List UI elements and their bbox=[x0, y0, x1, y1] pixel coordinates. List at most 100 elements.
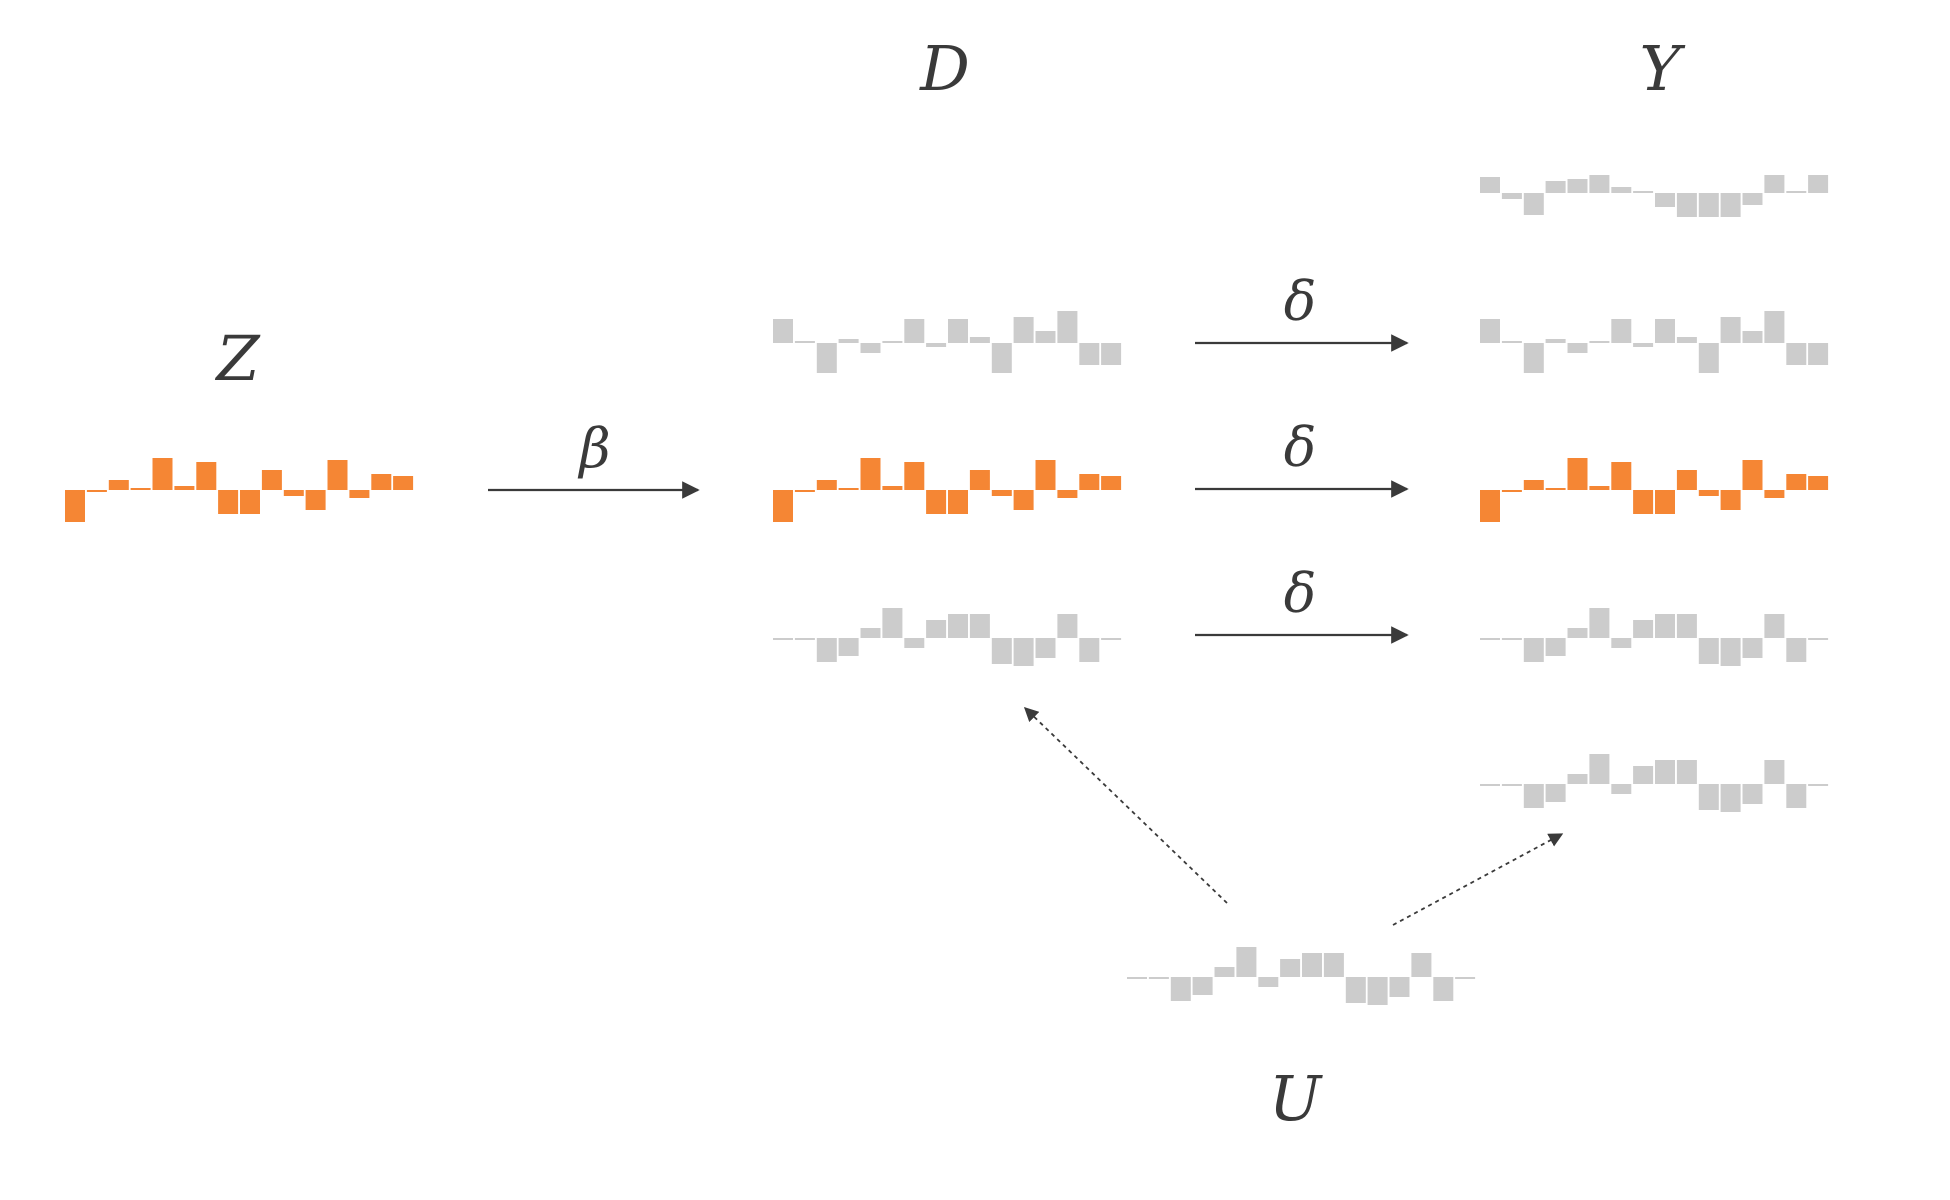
sparkline-bar bbox=[1501, 193, 1522, 199]
sparkline-bar bbox=[130, 488, 151, 490]
sparkline-bar bbox=[1433, 977, 1454, 1001]
sparkline-bar bbox=[1389, 977, 1410, 997]
sparkline-bar bbox=[1808, 175, 1829, 193]
sparkline-bar bbox=[1035, 638, 1056, 658]
sparkline-bar bbox=[1676, 470, 1697, 490]
sparkline-bar bbox=[904, 638, 925, 648]
sparkline-bar bbox=[1786, 638, 1807, 662]
sparkline-bar bbox=[926, 343, 947, 347]
sparkline-bar bbox=[1480, 784, 1500, 786]
sparkline-bar bbox=[1720, 193, 1741, 217]
u-sparkline bbox=[1127, 947, 1476, 1005]
sparkline-bar bbox=[1545, 181, 1566, 193]
sparkline-bar bbox=[1786, 474, 1807, 490]
sparkline-bar bbox=[1258, 977, 1279, 987]
sparkline-bar bbox=[1808, 476, 1829, 490]
sparkline-bar bbox=[860, 343, 881, 353]
sparkline-bar bbox=[1742, 193, 1763, 205]
sparkline-bar bbox=[991, 490, 1012, 496]
sparkline-bar bbox=[1567, 343, 1588, 353]
sparkline-bar bbox=[1345, 977, 1366, 1003]
sparkline-bar bbox=[1764, 490, 1785, 498]
edge-beta-label: β bbox=[577, 417, 610, 480]
sparkline-bar bbox=[1633, 490, 1654, 514]
sparkline-bar bbox=[1633, 191, 1654, 193]
sparkline-bar bbox=[218, 490, 239, 514]
sparkline-bar bbox=[1698, 784, 1719, 810]
sparkline-bar bbox=[1323, 953, 1344, 977]
sparkline-bar bbox=[948, 614, 968, 638]
sparkline-bar bbox=[1480, 490, 1500, 522]
sparkline-bar bbox=[969, 470, 990, 490]
sparkline-bar bbox=[969, 614, 990, 638]
sparkline-bar bbox=[1170, 977, 1191, 1001]
sparkline-bar bbox=[882, 486, 903, 490]
d-sparkline-top bbox=[773, 311, 1122, 373]
sparkline-bar bbox=[1523, 480, 1544, 490]
sparkline-bar bbox=[152, 458, 173, 490]
sparkline-bar bbox=[1611, 319, 1632, 343]
sparkline-bar bbox=[1589, 608, 1610, 638]
sparkline-bar bbox=[794, 490, 815, 492]
sparkline-bar bbox=[1808, 638, 1829, 640]
sparkline-bar bbox=[1079, 474, 1100, 490]
sparkline-bar bbox=[1214, 967, 1235, 977]
sparkline-bar bbox=[1523, 193, 1544, 215]
sparkline-bar bbox=[1764, 311, 1785, 343]
sparkline-bar bbox=[1079, 343, 1100, 365]
sparkline-bar bbox=[1720, 490, 1741, 510]
edge-u-to-d-dashed-arrow bbox=[1023, 706, 1228, 904]
sparkline-bar bbox=[349, 490, 370, 498]
sparkline-bar bbox=[794, 638, 815, 640]
sparkline-bar bbox=[1611, 638, 1632, 648]
sparkline-bar bbox=[1192, 977, 1213, 995]
sparkline-bar bbox=[948, 490, 968, 514]
sparkline-bar bbox=[1655, 319, 1675, 343]
sparkline-bar bbox=[1035, 331, 1056, 343]
sparkline-bar bbox=[1720, 784, 1741, 812]
sparkline-bar bbox=[882, 608, 903, 638]
sparkline-bar bbox=[1545, 784, 1566, 802]
sparkline-bar bbox=[1589, 175, 1610, 193]
sparkline-bar bbox=[1302, 953, 1322, 977]
sparkline-bar bbox=[926, 620, 947, 638]
z-sparkline bbox=[65, 458, 414, 522]
sparkline-bar bbox=[773, 490, 793, 522]
sparkline-bar bbox=[991, 343, 1012, 373]
sparkline-bar bbox=[1808, 784, 1829, 786]
node-d-label: D bbox=[919, 32, 970, 105]
sparkline-bar bbox=[1101, 638, 1122, 640]
sparkline-bar bbox=[926, 490, 947, 514]
d-sparkline-mid bbox=[773, 458, 1122, 522]
sparkline-bar bbox=[1101, 343, 1122, 365]
sparkline-bar bbox=[1455, 977, 1476, 979]
sparkline-bar bbox=[794, 341, 815, 343]
sparkline-bar bbox=[816, 343, 837, 373]
sparkline-bar bbox=[261, 470, 282, 490]
sparkline-bar bbox=[1013, 490, 1034, 510]
sparkline-bar bbox=[1698, 638, 1719, 664]
edge-delta-label-3: δ bbox=[1284, 562, 1317, 625]
sparkline-bar bbox=[1057, 311, 1078, 343]
sparkline-bar bbox=[904, 462, 925, 490]
sparkline-bar bbox=[371, 474, 392, 490]
sparkline-bar bbox=[1567, 458, 1588, 490]
sparkline-bar bbox=[904, 319, 925, 343]
sparkline-bar bbox=[1676, 760, 1697, 784]
sparkline-bar bbox=[1480, 319, 1500, 343]
y-sparkline-5 bbox=[1480, 754, 1829, 812]
sparkline-bar bbox=[1655, 193, 1675, 207]
sparkline-bar bbox=[1720, 638, 1741, 666]
y-sparkline-4 bbox=[1480, 608, 1829, 666]
sparkline-bar bbox=[1523, 784, 1544, 808]
sparkline-bar bbox=[969, 337, 990, 343]
node-z-label: Z bbox=[214, 322, 260, 395]
sparkline-bar bbox=[1611, 784, 1632, 794]
sparkline-bar bbox=[1676, 193, 1697, 217]
sparkline-bar bbox=[1567, 628, 1588, 638]
sparkline-bar bbox=[773, 319, 793, 343]
sparkline-bar bbox=[1545, 638, 1566, 656]
sparkline-bar bbox=[240, 490, 260, 514]
sparkline-bar bbox=[1633, 620, 1654, 638]
sparkline-bar bbox=[1786, 191, 1807, 193]
